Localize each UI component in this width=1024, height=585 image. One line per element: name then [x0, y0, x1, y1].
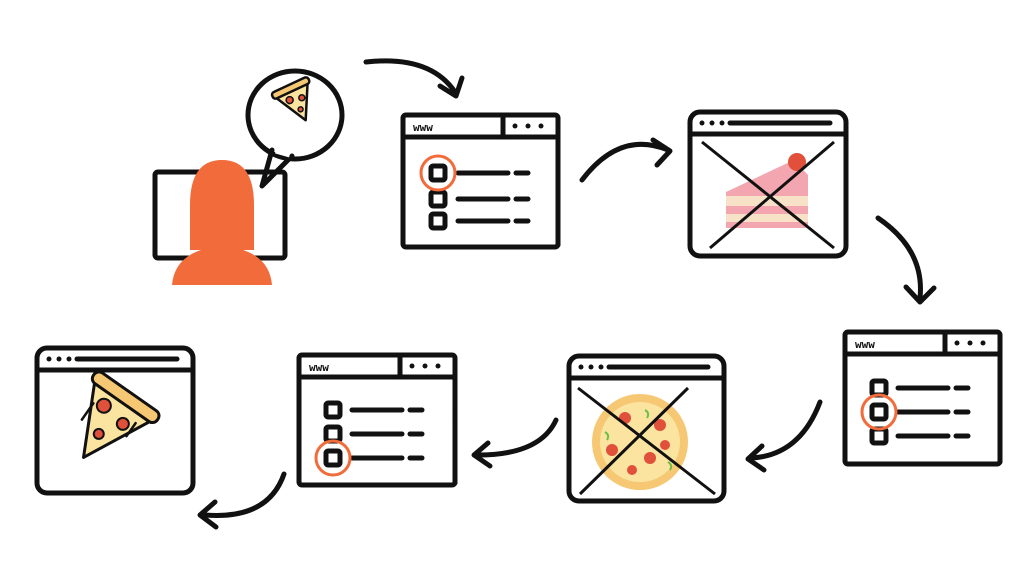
curved-arrow-icon [475, 417, 559, 458]
curved-arrow-icon [579, 141, 671, 183]
cross-out-icon [701, 140, 835, 250]
curved-arrow-icon [202, 471, 287, 518]
thought-bubble-icon [245, 68, 345, 189]
pizza-slice-icon [80, 370, 161, 459]
checkbox-icon [869, 426, 889, 446]
browser-window-result-pizza [566, 353, 727, 504]
address-bar-text: www [855, 338, 875, 351]
curved-arrow-icon [363, 58, 458, 95]
pizza-slice-icon [270, 76, 311, 122]
curved-arrow-icon [749, 399, 823, 461]
checkbox-icon [323, 448, 343, 468]
selection-highlight [860, 393, 898, 431]
cross-out-icon [577, 386, 716, 496]
browser-window-result-pizza-slice [34, 345, 196, 496]
checkbox-icon [428, 211, 448, 231]
selection-highlight [314, 439, 352, 477]
address-bar-text: www [413, 121, 433, 134]
menu-option-list [419, 154, 531, 231]
person-silhouette-icon [172, 160, 272, 285]
curved-arrow-icon [875, 215, 923, 301]
checkbox-icon [869, 402, 889, 422]
user-at-monitor [152, 68, 345, 285]
browser-window-menu-1: www [400, 112, 561, 250]
checkbox-icon [323, 424, 343, 444]
menu-option-list [314, 400, 425, 477]
address-bar-text: www [309, 361, 329, 374]
selection-highlight [419, 154, 457, 192]
checkbox-icon [428, 163, 448, 183]
browser-window-menu-3: www [296, 352, 458, 488]
checkbox-icon [323, 400, 343, 420]
browser-window-result-cake [687, 109, 849, 259]
checkbox-icon [869, 378, 889, 398]
checkbox-icon [428, 189, 448, 209]
menu-option-list [860, 378, 971, 446]
browser-window-menu-2: www [842, 329, 1003, 467]
